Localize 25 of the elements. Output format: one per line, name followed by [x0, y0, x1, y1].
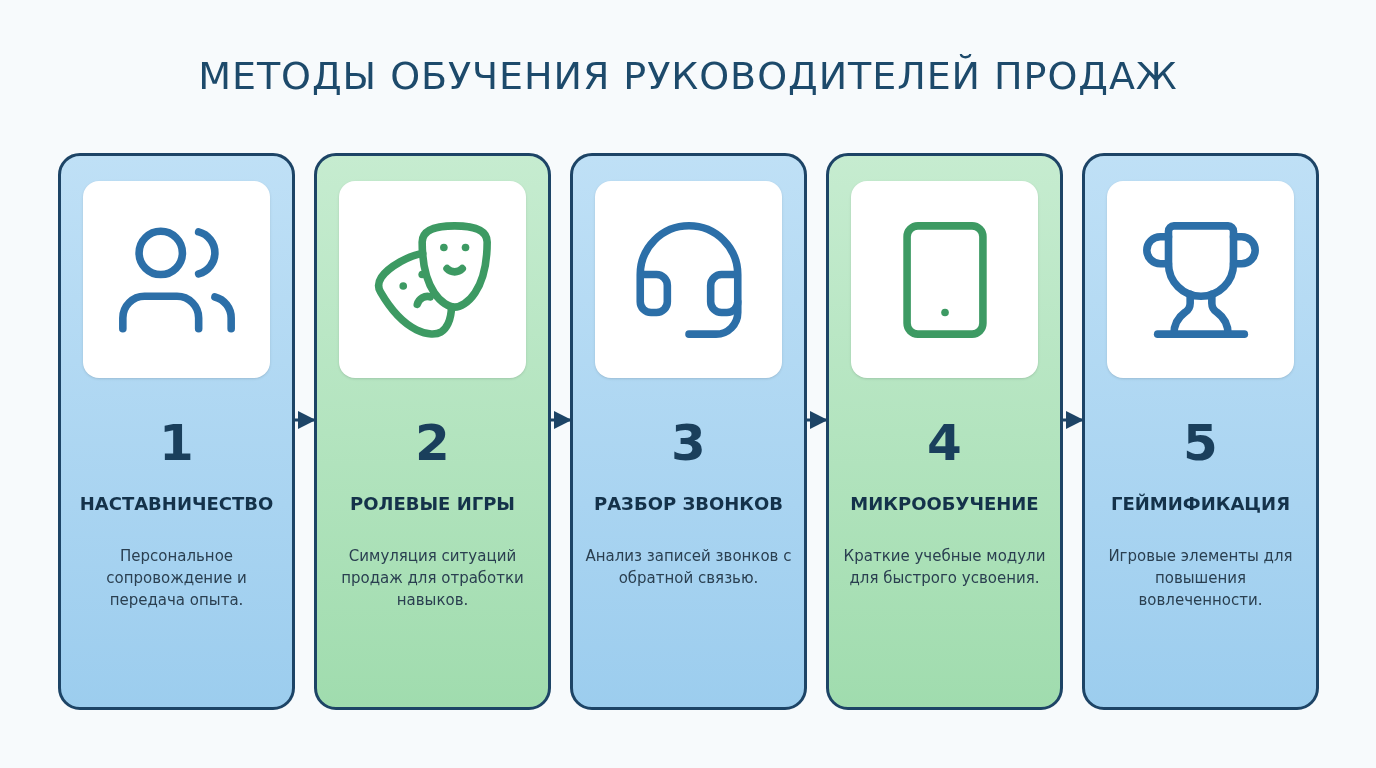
method-title: РАЗБОР ЗВОНКОВ [593, 492, 784, 516]
method-card [1082, 153, 1319, 710]
step-number: 3 [671, 418, 706, 468]
method-card [314, 153, 551, 710]
method-card [826, 153, 1063, 710]
method-title: РОЛЕВЫЕ ИГРЫ [348, 492, 517, 516]
method-card [570, 153, 807, 710]
method-description: Персональное сопровождение и передача опыта. [105, 546, 248, 611]
step-number: 2 [415, 418, 450, 468]
title: МЕТОДЫ ОБУЧЕНИЯ РУКОВОДИТЕЛЕЙ ПРОДАЖ [197, 53, 1179, 100]
step-number: 1 [159, 418, 194, 468]
step-number: 5 [1183, 418, 1218, 468]
step-number: 4 [927, 418, 962, 468]
method-title: МИКРООБУЧЕНИЕ [849, 492, 1040, 516]
arrow [1063, 411, 1084, 429]
method-card [58, 153, 295, 710]
method-description: Краткие учебные модули для быстрого усвоения. [842, 546, 1047, 589]
arrow [807, 411, 828, 429]
method-description: Игровые элементы для повышения вовлеченности. [1107, 546, 1294, 611]
method-title: НАСТАВНИЧЕСТВО [78, 492, 275, 516]
arrow [295, 411, 316, 429]
arrow [551, 411, 572, 429]
method-description: Симуляция ситуаций продаж для отработки навыков. [340, 546, 525, 611]
method-title: ГЕЙМИФИКАЦИЯ [1110, 492, 1291, 516]
method-description: Анализ записей звонков с обратной связью. [584, 546, 793, 589]
